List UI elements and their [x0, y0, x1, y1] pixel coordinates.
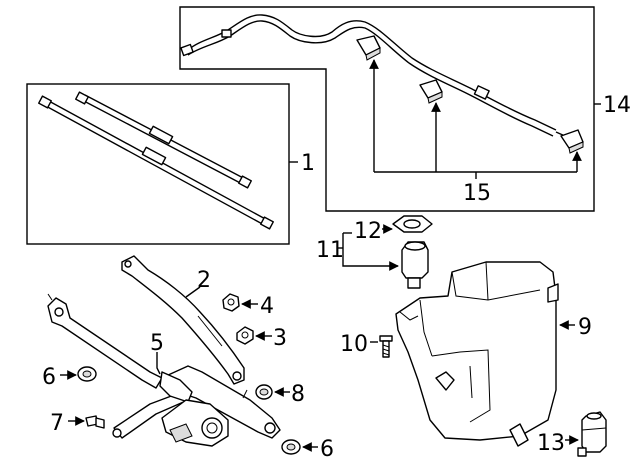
nozzle-leader-lines	[369, 59, 601, 179]
callout-2: 2	[197, 268, 211, 293]
callout-8: 8	[291, 382, 305, 407]
wiper-linkage	[47, 293, 281, 439]
callout-13: 13	[537, 431, 565, 456]
callout-14: 14	[603, 93, 631, 118]
grommet-left	[77, 366, 97, 382]
callout-9: 9	[578, 315, 592, 340]
washer-pump	[577, 411, 607, 457]
washer-reservoir	[395, 261, 559, 447]
callout-10: 10	[340, 332, 368, 357]
sensor-seal	[392, 215, 433, 233]
callout-4: 4	[260, 294, 274, 319]
wiper-blade-upper	[75, 91, 252, 189]
callout-12: 12	[354, 219, 382, 244]
callout-5: 5	[150, 331, 164, 356]
grommet-right	[281, 439, 301, 455]
wiper-motor	[161, 399, 229, 447]
hose-frame	[179, 6, 595, 212]
callout-1: 1	[301, 151, 315, 176]
level-sensor	[401, 241, 429, 289]
wiper-blade-lower	[38, 95, 274, 230]
grommet-8	[255, 384, 273, 400]
callout-3: 3	[273, 326, 287, 351]
callout-6-left: 6	[42, 365, 56, 390]
wiper-arm	[121, 255, 245, 385]
callout-15: 15	[463, 181, 491, 206]
callout-6-right: 6	[320, 437, 334, 462]
blade-frame	[26, 83, 290, 245]
washer-nozzle	[356, 35, 381, 61]
washer-nozzle	[419, 79, 443, 104]
pivot-bolt	[85, 415, 105, 429]
cap-nut	[222, 293, 240, 312]
washer-hose-assembly	[180, 14, 566, 137]
reservoir-bolt	[379, 335, 393, 358]
washer-nozzle	[560, 129, 584, 154]
callout-7: 7	[50, 411, 64, 436]
callout-11: 11	[316, 238, 344, 263]
flange-nut	[236, 326, 254, 345]
